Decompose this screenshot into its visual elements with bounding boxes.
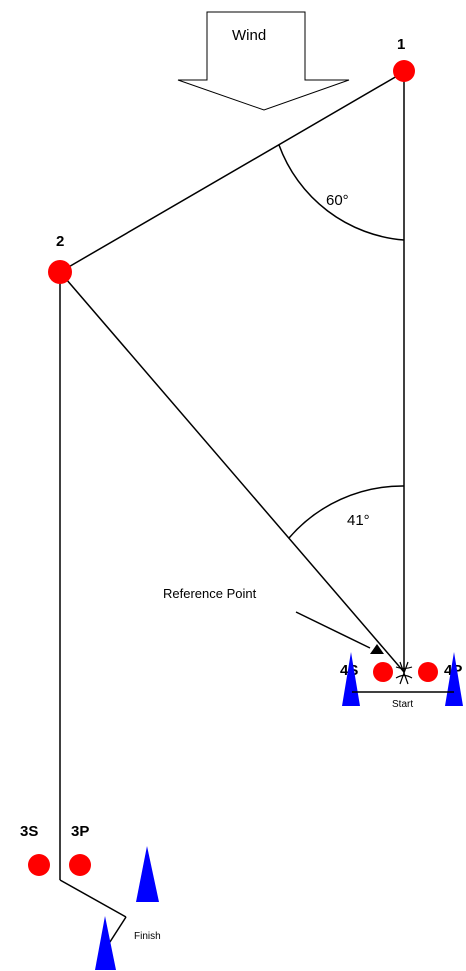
mark-4p-buoy-icon: [418, 662, 438, 682]
mark-3p: 3P: [69, 823, 91, 876]
mark-1-label: 1: [397, 36, 405, 53]
course-lines: [59, 71, 405, 880]
finish-upper-cone-icon: [136, 846, 159, 902]
start-line: Start: [342, 652, 463, 710]
mark-3p-label: 3P: [71, 823, 89, 840]
start-left-cone-icon: [342, 652, 360, 706]
wind-label: Wind: [232, 27, 266, 44]
start-crossing-marker: [395, 661, 413, 685]
mark-3s-label: 3S: [20, 823, 38, 840]
angle-arc-at-1: [278, 144, 405, 241]
finish-lower-cone-icon: [95, 916, 116, 970]
reference-point-triangle-icon: [370, 644, 384, 654]
mark-3s-buoy-icon: [28, 854, 50, 876]
mark-4s-buoy-icon: [373, 662, 393, 682]
finish-line: Finish: [59, 846, 161, 970]
mark-2-buoy-icon: [48, 260, 72, 284]
mark-2: 2: [48, 233, 72, 284]
angle-label-41: 41°: [347, 512, 370, 529]
leg-2-to-start: [59, 271, 405, 673]
start-right-cone-icon: [445, 652, 463, 706]
down-arrow-icon: [177, 11, 350, 111]
mark-1-buoy-icon: [393, 60, 415, 82]
angle-arc-at-start: [288, 485, 405, 539]
mark-3p-buoy-icon: [69, 854, 91, 876]
start-label: Start: [392, 699, 413, 710]
wind-arrow: Wind: [177, 11, 350, 111]
angle-label-60: 60°: [326, 192, 349, 209]
mark-3s: 3S: [20, 823, 50, 876]
angle-arcs: [278, 144, 405, 539]
finish-line-segment: [59, 879, 127, 918]
finish-label: Finish: [134, 931, 161, 942]
mark-1: 1: [393, 36, 415, 82]
reference-point-label: Reference Point: [163, 586, 257, 601]
mark-2-label: 2: [56, 233, 64, 250]
finish-line-cross-segment: [107, 916, 127, 946]
reference-pointer-line: [295, 611, 371, 649]
leg-1-to-2: [59, 71, 405, 273]
